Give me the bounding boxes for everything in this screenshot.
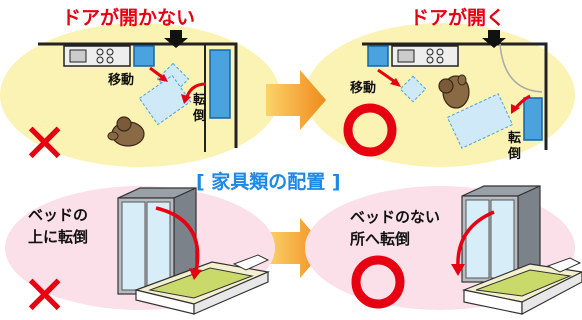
kitchen-counter (63, 45, 131, 67)
fallen-cabinet-outline (138, 74, 192, 126)
door-arrow-icon (482, 30, 506, 48)
fridge-icon (133, 45, 155, 67)
fall-label-bottom: 倒 (192, 108, 206, 124)
caption-line-1: ベッドの (28, 206, 88, 224)
fall-label-top: 転 (193, 92, 206, 108)
caption-line-1: ベッドのない (350, 208, 440, 226)
ng-mark-icon: ✕ (22, 112, 67, 175)
ok-mark-icon (351, 255, 405, 309)
fall-label-bottom: 倒 (507, 146, 521, 162)
panel-top-right: ドアが開く 移動 転 倒 ◯ (305, 6, 575, 167)
panel-bottom-left: ベッドの 上に転倒 ✕ (5, 186, 275, 320)
door-swing-arc (499, 43, 543, 93)
fall-label-top: 転 (508, 130, 521, 146)
room-wall (362, 42, 548, 150)
caption-line-2: 所へ転倒 (350, 230, 410, 248)
tall-cabinet-icon (117, 187, 197, 295)
cabinet-icon (209, 49, 231, 119)
room-wall (38, 42, 238, 148)
panel-title: ドアが開く (410, 6, 505, 29)
ok-mark-icon (343, 103, 397, 157)
fallen-cabinet-outline (446, 93, 514, 149)
kitchen-counter (391, 45, 459, 67)
move-label: 移動 (108, 72, 134, 88)
move-label: 移動 (350, 80, 376, 96)
person-icon (107, 116, 145, 147)
result-arrow-top-icon (266, 70, 326, 130)
cabinet-icon (523, 97, 543, 141)
panel-top-left: ドアが開かない 移動 転 倒 ✕ (0, 6, 280, 175)
fridge-icon (367, 45, 389, 67)
caption-line-2: 上に転倒 (28, 228, 88, 246)
bed-icon (133, 254, 271, 315)
section-heading: [ 家具類の配置 ] (196, 170, 341, 193)
fall-arrow-icon (456, 210, 495, 269)
moved-fridge-outline (399, 75, 427, 103)
fall-arrow-icon (155, 206, 200, 273)
panel-bottom-right: ベッドのない 所へ転倒 ◯ (305, 185, 582, 315)
ng-mark-icon: ✕ (22, 264, 67, 320)
person-icon (438, 74, 470, 109)
panel-title: ドアが開かない (62, 6, 195, 29)
door-arrow-icon (164, 30, 188, 48)
bed-icon (461, 257, 582, 315)
